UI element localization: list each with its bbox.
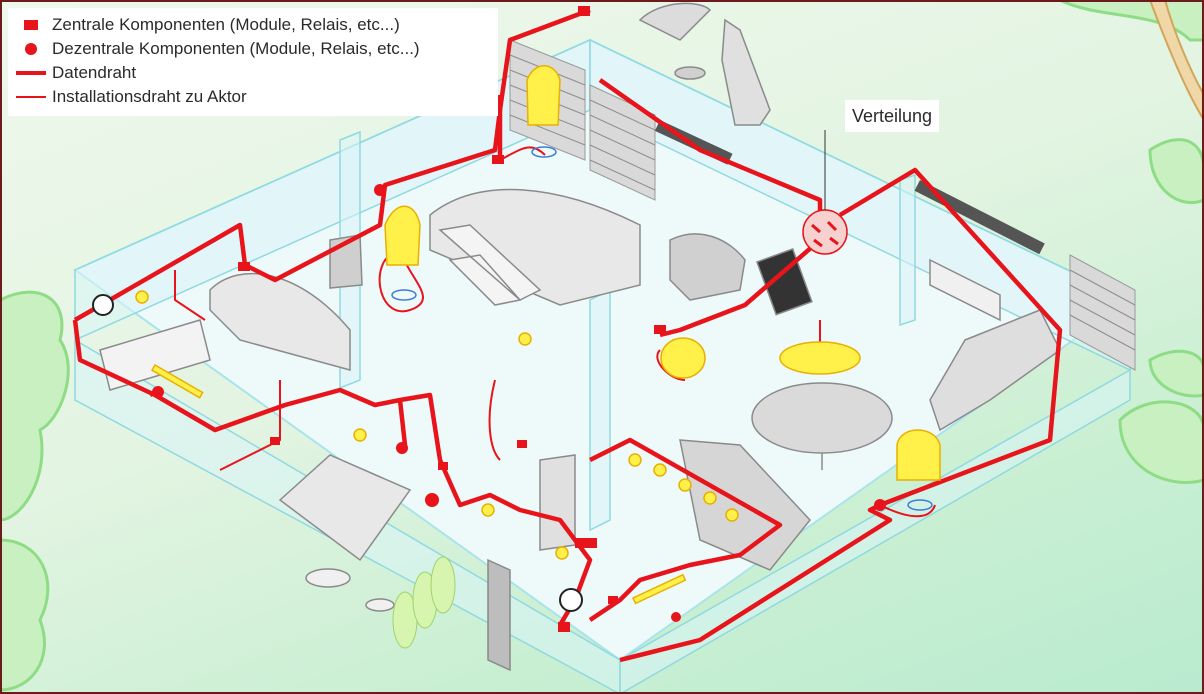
tube-light-kitchen xyxy=(632,573,687,605)
window-blinds xyxy=(509,39,1136,371)
table-lamp-living xyxy=(660,337,706,379)
stairs xyxy=(438,224,542,306)
decentral-components xyxy=(152,184,886,622)
dining-table xyxy=(751,382,893,454)
ventilation-fans xyxy=(92,294,583,612)
patio-chair xyxy=(365,598,395,612)
bed-left xyxy=(209,272,351,371)
lamps xyxy=(150,65,941,605)
wall-lamp-sofa xyxy=(896,429,941,481)
bathtub xyxy=(99,319,211,391)
tree-trunk xyxy=(1148,0,1204,122)
patio-table xyxy=(305,568,351,588)
legend: Zentrale Komponenten (Module, Relais, et… xyxy=(8,8,498,116)
legend-label-data-wire: Datendraht xyxy=(52,63,137,82)
door xyxy=(487,558,511,672)
sun-lounger-left xyxy=(278,454,412,562)
floor-lamp-bedroom xyxy=(384,205,421,266)
distribution-cabinet xyxy=(802,130,848,255)
radiator xyxy=(929,258,1001,322)
legend-item-central: Zentrale Komponenten (Module, Relais, et… xyxy=(16,14,400,36)
legend-label-installation-wire: Installationsdraht zu Aktor xyxy=(52,87,247,106)
central-components xyxy=(238,6,666,632)
installation-wire-icon xyxy=(16,96,46,98)
ceiling-lights xyxy=(135,290,739,560)
armchair xyxy=(669,233,746,301)
legend-item-data-wire: Datendraht xyxy=(16,62,136,84)
parasol xyxy=(638,2,712,41)
pendant-dining xyxy=(779,341,861,375)
sun-lounger-top xyxy=(721,18,771,126)
furniture xyxy=(99,2,1061,672)
distribution-label: Verteilung xyxy=(845,100,939,132)
data-wire-icon xyxy=(16,71,46,75)
floor-lamp-window xyxy=(526,65,561,126)
lamp-bases xyxy=(391,146,933,511)
legend-label-central: Zentrale Komponenten (Module, Relais, et… xyxy=(52,15,400,34)
decentral-component-icon xyxy=(16,43,46,55)
tree-left-foliage xyxy=(0,290,70,692)
tube-light-bath xyxy=(150,363,204,399)
legend-item-decentral: Dezentrale Komponenten (Module, Relais, … xyxy=(16,38,420,60)
potted-plants xyxy=(392,556,456,649)
legend-item-installation-wire: Installationsdraht zu Aktor xyxy=(16,86,247,108)
legend-label-decentral: Dezentrale Komponenten (Module, Relais, … xyxy=(52,39,420,58)
central-component-icon xyxy=(16,20,46,30)
bed xyxy=(429,188,641,306)
